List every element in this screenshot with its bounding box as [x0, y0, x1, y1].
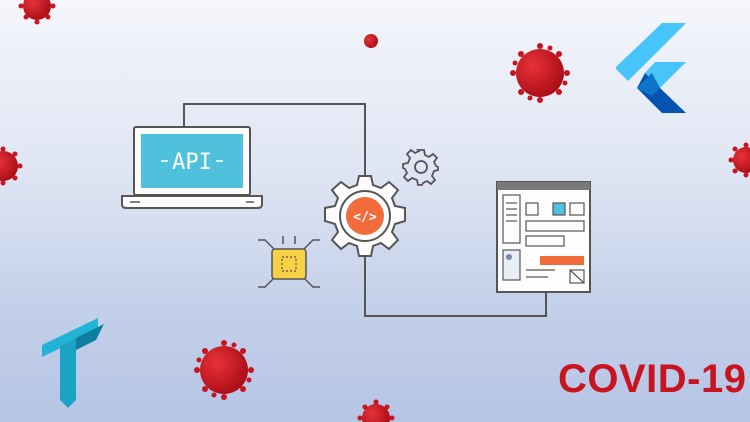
connector-lines [183, 103, 547, 317]
code-symbol: </> [353, 210, 377, 225]
virus-icon [357, 399, 395, 422]
virus-icon [194, 340, 254, 400]
browser-window-icon [496, 181, 591, 293]
virus-icon [364, 34, 378, 48]
virus-icon [510, 43, 570, 103]
virus-icon [18, 0, 56, 25]
gear-icon [402, 148, 439, 186]
code-gear-icon [324, 175, 406, 257]
laptop-screen-label: API [172, 150, 212, 175]
laptop-icon [121, 126, 263, 209]
covid-title: COVID-19 [558, 357, 747, 401]
virus-icon [728, 142, 750, 178]
chip-icon [258, 236, 320, 288]
virus-icon [0, 146, 23, 186]
flutter-logo-icon [616, 23, 686, 113]
teal-t-logo-icon [42, 318, 104, 408]
